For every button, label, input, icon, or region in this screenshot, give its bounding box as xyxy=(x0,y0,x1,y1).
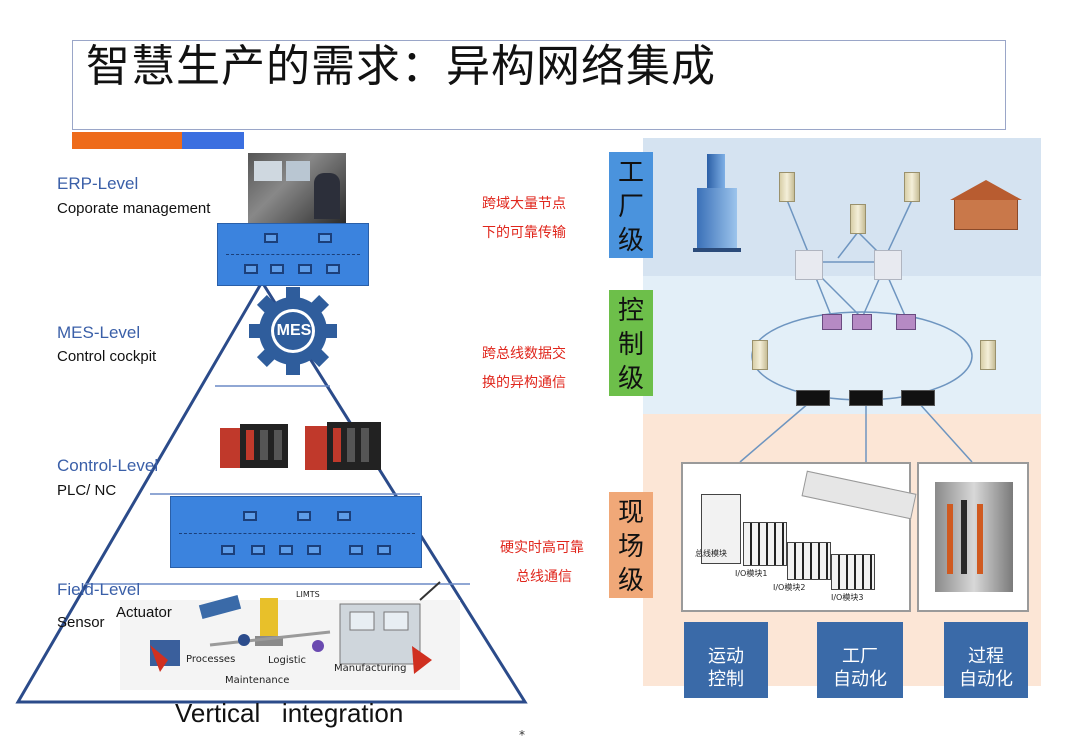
tag-factory-level: 工厂级 xyxy=(609,152,653,258)
field-label-maintenance: Maintenance xyxy=(225,675,290,686)
erp-operator-photo xyxy=(248,153,346,223)
erp-network-panel xyxy=(217,223,369,286)
io-module-icon xyxy=(787,542,831,580)
switch-icon xyxy=(796,390,830,406)
factory-house-icon xyxy=(944,178,1028,234)
category-process-automation: 过程自动化 xyxy=(944,622,1028,698)
mes-level-label: MES-Level xyxy=(57,323,141,342)
title-frame xyxy=(72,40,1006,130)
plc-device-2 xyxy=(305,418,383,474)
field-level-label: Field-Level xyxy=(57,580,141,599)
field-caption-line1: 硬实时高可靠 xyxy=(500,540,584,556)
ribbon-cable xyxy=(801,470,917,520)
bus-module-icon xyxy=(701,494,741,564)
server-icon xyxy=(850,204,866,234)
router-icon xyxy=(795,250,823,280)
io-module-label: I/O模块3 xyxy=(831,593,864,602)
control-caption-line2: 换的异构通信 xyxy=(482,375,566,391)
field-label-processes: Processes xyxy=(186,654,236,665)
field-label-logistic: Logistic xyxy=(268,655,307,666)
field-level-actuator: Actuator xyxy=(116,604,172,621)
field-machinery-illustration xyxy=(120,581,460,690)
io-module-icon xyxy=(831,554,875,590)
process-cabinet-panel xyxy=(917,462,1029,612)
pyramid-outline xyxy=(15,279,528,704)
erp-level-label: ERP-Level xyxy=(57,174,139,193)
field-label-manufacturing: Manufacturing xyxy=(334,663,407,674)
control-level-desc: PLC/ NC xyxy=(57,482,117,499)
router-icon xyxy=(874,250,902,280)
bus-module-label: 总线模块 xyxy=(695,549,727,558)
category-motion-control: 运动控制 xyxy=(684,622,768,698)
field-caption-line2: 总线通信 xyxy=(516,569,572,585)
footnote-asterisk: * xyxy=(519,728,525,742)
switch-icon xyxy=(849,390,883,406)
control-caption-line1: 跨总线数据交 xyxy=(482,346,566,362)
control-level-label: Control-Level xyxy=(57,456,159,475)
workstation-icon xyxy=(822,314,842,330)
io-module-icon xyxy=(743,522,787,566)
server-icon xyxy=(779,172,795,202)
vertical-integration-caption: Vertical integration xyxy=(175,698,404,728)
pyramid-diagram xyxy=(15,279,528,704)
field-level-desc: Sensor xyxy=(57,614,105,631)
accent-bar-blue xyxy=(182,132,244,149)
tag-field-level: 现场级 xyxy=(609,492,653,598)
workstation-icon xyxy=(896,314,916,330)
category-factory-automation: 工厂自动化 xyxy=(817,622,903,698)
plc-device-1 xyxy=(220,420,290,472)
factory-caption-line2: 下的可靠传输 xyxy=(482,225,566,241)
mes-level-desc: Control cockpit xyxy=(57,348,157,365)
workstation-icon xyxy=(852,314,872,330)
field-label-limts: LIMTS xyxy=(296,590,320,599)
server-icon xyxy=(904,172,920,202)
io-module-label: I/O模块2 xyxy=(773,583,806,592)
server-icon xyxy=(752,340,768,370)
factory-caption-line1: 跨域大量节点 xyxy=(482,196,566,212)
accent-bar-orange xyxy=(72,132,182,149)
io-modules-panel: 总线模块 I/O模块1 I/O模块2 I/O模块3 xyxy=(681,462,917,612)
server-icon xyxy=(980,340,996,370)
control-network-panel xyxy=(170,496,422,568)
building-icon xyxy=(693,148,741,254)
mes-badge-text: MES xyxy=(276,322,312,339)
tag-control-level: 控制级 xyxy=(609,290,653,396)
page-title: 智慧生产的需求：异构网络集成 xyxy=(86,41,716,92)
switch-icon xyxy=(901,390,935,406)
erp-level-desc: Coporate management xyxy=(57,200,211,217)
io-module-label: I/O模块1 xyxy=(735,569,768,578)
